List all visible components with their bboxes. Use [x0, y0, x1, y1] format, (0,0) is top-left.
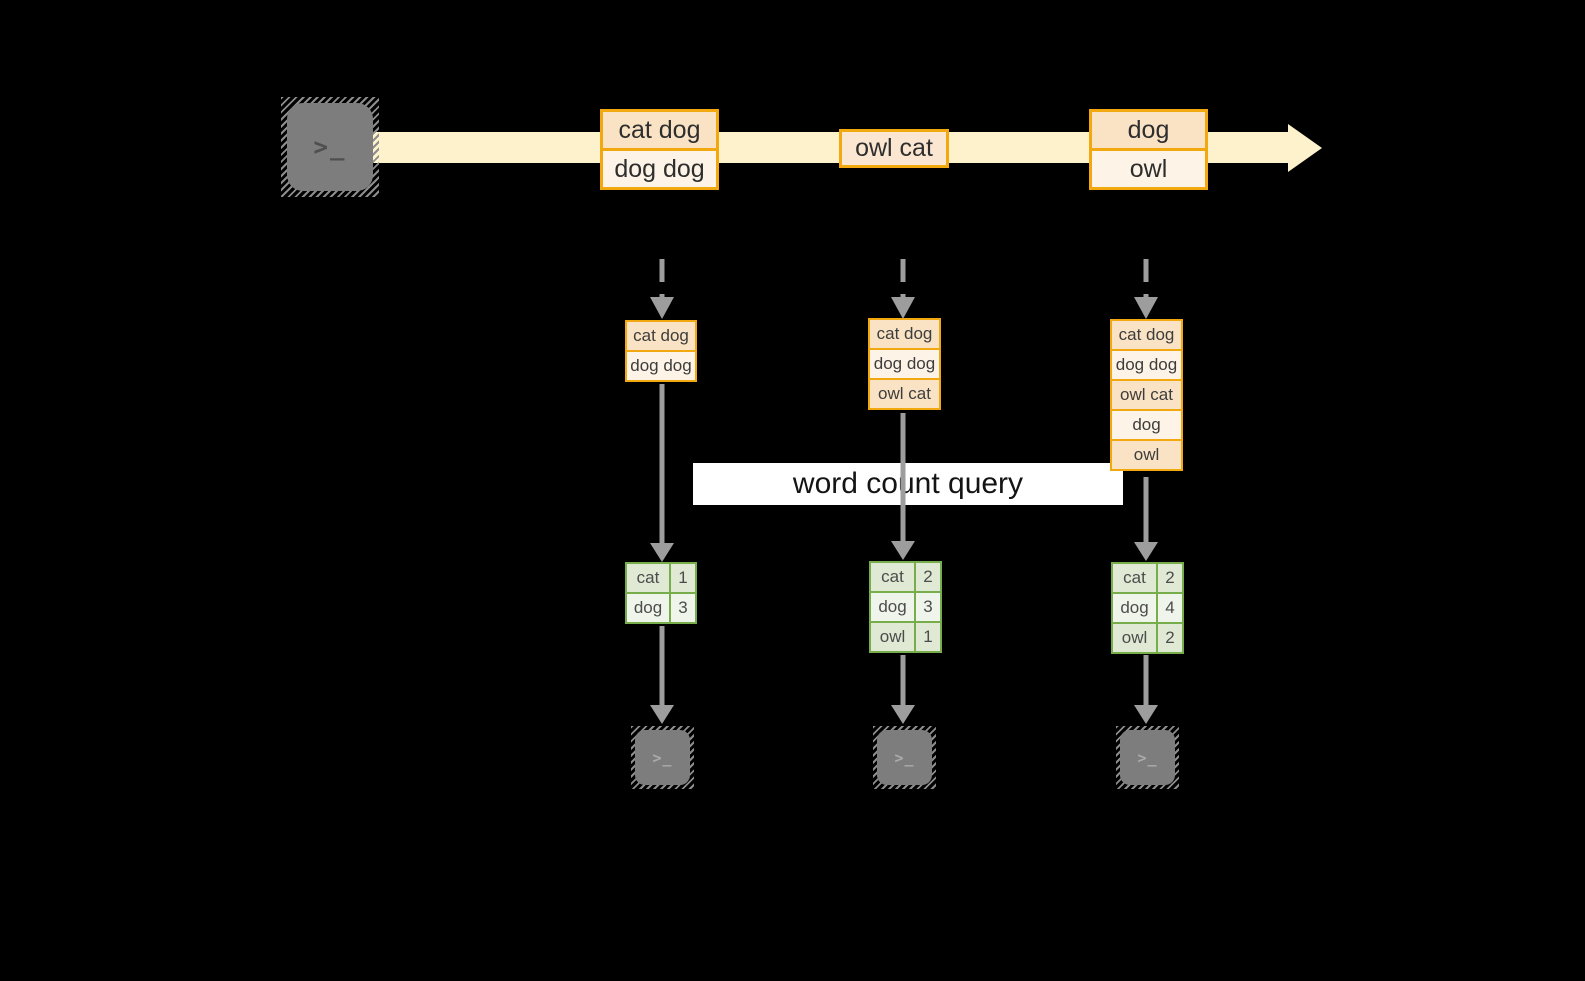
- state-row: owl: [1112, 441, 1181, 469]
- terminal-screen: >_: [877, 730, 932, 785]
- terminal-screen: >_: [635, 730, 690, 785]
- result-table-2: cat 2 dog 3 owl 1: [869, 561, 942, 653]
- state-box-3: cat dog dog dog owl cat dog owl: [1110, 319, 1183, 471]
- count-cell: 4: [1158, 594, 1182, 622]
- table-row: dog 4: [1113, 594, 1182, 622]
- state-row: owl cat: [1112, 381, 1181, 409]
- word-cell: owl: [871, 623, 914, 651]
- count-cell: 1: [671, 564, 695, 592]
- state-row: owl cat: [870, 380, 939, 408]
- state-row: cat dog: [870, 320, 939, 348]
- word-cell: dog: [1113, 594, 1156, 622]
- state-row: dog dog: [1112, 351, 1181, 379]
- count-cell: 2: [1158, 624, 1182, 652]
- terminal-prompt-icon: >_: [894, 748, 915, 767]
- dashed-arrow-icon: [1134, 259, 1158, 319]
- table-row: cat 2: [1113, 564, 1182, 592]
- terminal-screen: >_: [287, 103, 373, 191]
- dashed-arrow-icon: [891, 259, 915, 319]
- stream-record-line: dog: [1092, 112, 1205, 148]
- stream-record-line: cat dog: [603, 112, 716, 148]
- arrow-icon: [650, 626, 674, 724]
- count-cell: 1: [916, 623, 940, 651]
- result-table-3: cat 2 dog 4 owl 2: [1111, 562, 1184, 654]
- state-row: dog: [1112, 411, 1181, 439]
- word-cell: cat: [871, 563, 914, 591]
- arrow-icon: [1134, 477, 1158, 561]
- stream-record-line: owl cat: [842, 132, 946, 165]
- stream-record-3: dog owl: [1089, 109, 1208, 190]
- stream-record-2: owl cat: [839, 129, 949, 168]
- table-row: dog 3: [871, 593, 940, 621]
- state-row: cat dog: [1112, 321, 1181, 349]
- arrow-icon: [891, 655, 915, 724]
- dashed-arrow-icon: [650, 259, 674, 319]
- terminal-prompt-icon: >_: [652, 748, 673, 767]
- word-cell: cat: [627, 564, 669, 592]
- count-cell: 3: [916, 593, 940, 621]
- terminal-source-icon: >_: [281, 97, 379, 197]
- word-cell: dog: [627, 594, 669, 622]
- query-label: word count query: [693, 463, 1123, 505]
- table-row: owl 1: [871, 623, 940, 651]
- word-cell: cat: [1113, 564, 1156, 592]
- state-box-1: cat dog dog dog: [625, 320, 697, 382]
- state-row: cat dog: [627, 322, 695, 350]
- stream-record-line: dog dog: [603, 151, 716, 187]
- arrow-icon: [1134, 655, 1158, 724]
- table-row: cat 2: [871, 563, 940, 591]
- count-cell: 3: [671, 594, 695, 622]
- terminal-prompt-icon: >_: [313, 133, 347, 161]
- table-row: dog 3: [627, 594, 695, 622]
- stream-record-1: cat dog dog dog: [600, 109, 719, 190]
- terminal-prompt-icon: >_: [1137, 748, 1158, 767]
- terminal-sink-icon: >_: [631, 726, 694, 789]
- result-table-1: cat 1 dog 3: [625, 562, 697, 624]
- word-cell: dog: [871, 593, 914, 621]
- word-cell: owl: [1113, 624, 1156, 652]
- terminal-sink-icon: >_: [1116, 726, 1179, 789]
- count-cell: 2: [1158, 564, 1182, 592]
- terminal-screen: >_: [1120, 730, 1175, 785]
- stream-arrowhead-icon: [1288, 124, 1322, 172]
- table-row: cat 1: [627, 564, 695, 592]
- table-row: owl 2: [1113, 624, 1182, 652]
- count-cell: 2: [916, 563, 940, 591]
- arrow-icon: [650, 384, 674, 562]
- stream-record-line: owl: [1092, 151, 1205, 187]
- state-box-2: cat dog dog dog owl cat: [868, 318, 941, 410]
- state-row: dog dog: [627, 352, 695, 380]
- state-row: dog dog: [870, 350, 939, 378]
- terminal-sink-icon: >_: [873, 726, 936, 789]
